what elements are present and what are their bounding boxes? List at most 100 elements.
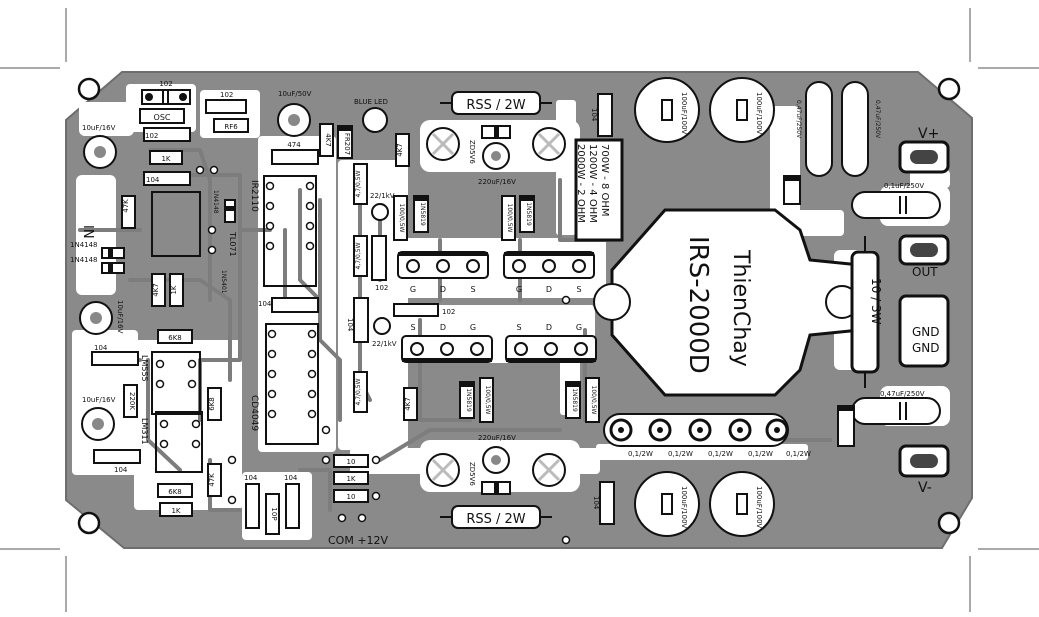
- mosfet-ll-pin-d: D: [440, 323, 446, 332]
- res-6k8-a-label: 6K8: [168, 334, 182, 342]
- ic-ir2110-footprint: IR2110: [249, 175, 317, 287]
- mosfet-ul-pin-d: D: [440, 285, 446, 294]
- ic-cd4049-label: CD4049: [249, 395, 259, 431]
- load-spec-line-1: 700W - 8 OHM: [599, 144, 610, 217]
- mosfet-row-upper-left: G D S: [397, 251, 489, 294]
- cap-10uf-16v-b: 10uF/16V: [79, 300, 124, 335]
- res-4r7-a: 4,7/0,5W: [353, 163, 368, 205]
- cap-102-top: 102: [141, 80, 191, 105]
- mosfet-ul-pin-s: S: [470, 285, 475, 294]
- terminal-vminus-label: V-: [918, 480, 932, 496]
- cap-047-c-label: 0,47uF/250V: [880, 390, 925, 398]
- zener-top-label: ZD5V6: [468, 140, 476, 164]
- diode-1n5401-label: 1N5401: [220, 270, 227, 294]
- res-10-3w-label: 10 / 3W: [869, 278, 883, 325]
- cap-102-c-label: 102: [375, 284, 388, 292]
- res-1k-b: 1K: [169, 273, 184, 307]
- res-rss-top-label: RSS / 2W: [466, 98, 525, 113]
- board-title-model: IRS-2000D: [683, 236, 713, 374]
- cap-104-e-label: 104: [284, 474, 298, 482]
- res-100-d: 100/0,5W: [585, 377, 600, 423]
- cap-104-g: 104: [346, 297, 369, 343]
- cap-100uf-2: 100uF/100V: [709, 77, 775, 143]
- res-sense-3-label: 0,1/2W: [708, 450, 733, 458]
- res-4r7-a-label: 4,7/0,5W: [355, 170, 362, 197]
- cap-100uf-4: 100uF/100V: [709, 471, 775, 537]
- res-220k: 220K: [123, 384, 138, 418]
- res-4r7-c-label: 4,7/0,5W: [355, 378, 362, 405]
- res-4r7-c: 4,7/0,5W: [353, 371, 368, 413]
- fuse-clip-top-right: [532, 127, 566, 161]
- cap-104-top: 104: [590, 93, 613, 137]
- diode-snubber-bottom: [837, 405, 855, 447]
- diode-fr207: FR207: [337, 125, 353, 159]
- res-4r7-b: 4,7/0,5W: [353, 235, 368, 277]
- cap-047-b: 0,47uF/250V: [841, 81, 881, 177]
- res-sense-2-label: 0,1/2W: [668, 450, 693, 458]
- terminal-vplus-label: V+: [918, 126, 939, 142]
- res-1k-d-label: 1K: [346, 475, 355, 483]
- via-pads: [155, 165, 571, 545]
- fuse-clip-bottom-left: [426, 453, 460, 487]
- res-6k8-c-label: 6K8: [168, 488, 182, 496]
- load-spec-line-2: 1200W - 4 OHM: [587, 144, 598, 223]
- terminal-gnd: GND GND: [898, 294, 950, 368]
- diode-1n5819-d: 1N5819: [565, 381, 581, 419]
- zener-bottom-label: ZD5V6: [468, 462, 476, 486]
- res-6k8-b: 6K8: [207, 387, 222, 421]
- mosfet-ur-pin-g: G: [516, 285, 522, 294]
- res-1k-b-label: 1K: [170, 285, 178, 294]
- ic-lm311-footprint: LM311: [140, 411, 203, 473]
- res-6k8-a: 6K8: [157, 329, 193, 344]
- cap-102-d-label: 102: [442, 308, 455, 316]
- res-sense-5-label: 0,1/2W: [786, 450, 811, 458]
- res-1k-d: 1K: [333, 471, 369, 485]
- diode-1n5819-a: 1N5819: [413, 195, 429, 233]
- res-sense-1-label: 0,1/2W: [628, 450, 653, 458]
- res-100-d-label: 100/0,5W: [590, 386, 597, 415]
- cap-100uf-1: 100uF/100V: [634, 77, 700, 143]
- terminal-gnd-label-a: GND: [912, 325, 940, 339]
- cap-220uf-bottom: 220uF/16V: [478, 434, 516, 474]
- mosfet-row-lower-left: S D G: [401, 323, 493, 363]
- cap-104-b: 104: [91, 344, 139, 366]
- cap-102-b: 102: [205, 91, 247, 114]
- res-4k7-d: 4K7: [403, 387, 418, 421]
- com-12v-label: COM +12V: [328, 534, 389, 547]
- zener-top: ZD5V6: [468, 125, 511, 164]
- diode-1n5819-c: 1N5819: [459, 381, 475, 419]
- res-rf6-label: RF6: [224, 123, 238, 131]
- mosfet-row-upper-right: G D S: [503, 251, 595, 294]
- res-rss-bottom-label: RSS / 2W: [466, 512, 525, 527]
- cap-102-b-label: 102: [220, 91, 233, 99]
- res-4k7-a-label: 4K7: [152, 283, 160, 297]
- res-10-a-label: 10: [347, 458, 356, 466]
- diode-snubber-top: [783, 175, 801, 205]
- mosfet-ll-pin-s: S: [410, 323, 415, 332]
- load-spec-box: 700W - 8 OHM 1200W - 4 OHM 2000W - 2 OHM: [574, 138, 624, 242]
- cap-01uf: 0,1uF/250V: [851, 182, 941, 219]
- board-title-author: ThienChay: [728, 249, 753, 367]
- cap-10uf-16v-a-label: 10uF/16V: [82, 124, 116, 132]
- res-4k7-b: 4K7: [319, 123, 334, 157]
- res-220k-label: 220K: [128, 392, 136, 410]
- diode-1n4148-a: 1N4148: [70, 241, 125, 259]
- res-4k7-d-label: 4K7: [404, 397, 412, 411]
- res-6k8-b-label: 6K8: [208, 397, 216, 411]
- cap-22-1kv-b: 22/1kV: [372, 317, 397, 348]
- cap-104-c: 104: [93, 449, 141, 474]
- cap-100uf-1-label: 100uF/100V: [680, 92, 688, 135]
- mosfet-ll-pin-g: G: [470, 323, 476, 332]
- diode-1n4148-b: 1N4148: [70, 256, 125, 274]
- cap-102-a-label: 102: [145, 132, 158, 140]
- res-100-b-label: 100/0,5W: [506, 204, 513, 233]
- cap-104-b-label: 104: [94, 344, 108, 352]
- res-47k-b-label: 47K: [208, 473, 216, 487]
- diode-1n4148-c: 1N4148: [212, 190, 236, 223]
- blue-led: BLUE LED: [354, 98, 388, 133]
- mosfet-ul-pin-g: G: [410, 285, 416, 294]
- load-spec-line-3: 2000W - 2 OHM: [575, 144, 586, 223]
- cap-10uf-16v-c-label: 10uF/16V: [82, 396, 116, 404]
- cap-104-a: 104: [143, 171, 191, 186]
- ic-tl071-label: TL071: [228, 231, 237, 257]
